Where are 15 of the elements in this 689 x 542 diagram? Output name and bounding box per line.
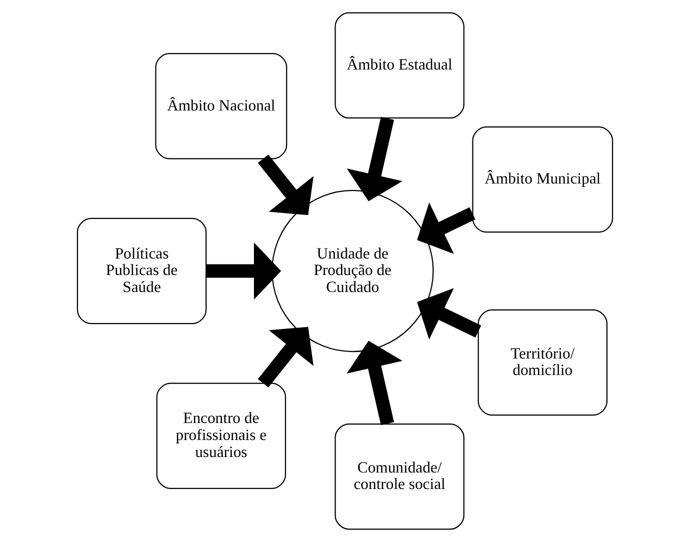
node-box: Políticas Publicas de Saúde xyxy=(76,218,206,324)
node-box: Âmbito Estadual xyxy=(334,12,464,119)
node-box: Âmbito Municipal xyxy=(472,126,613,233)
arrow xyxy=(346,116,402,202)
node-circle: Unidade de Produção de Cuidado xyxy=(271,190,434,352)
node-box: Território/ domicílio xyxy=(477,309,607,416)
arrow xyxy=(257,326,313,388)
arrow xyxy=(416,202,475,254)
arrow xyxy=(206,242,281,300)
arrow xyxy=(346,340,402,426)
node-box: Âmbito Nacional xyxy=(154,53,287,160)
node-box: Comunidade/ controle social xyxy=(334,423,464,530)
arrow xyxy=(257,154,313,216)
node-box: Encontro de profissionais e usuários xyxy=(156,382,286,489)
arrow xyxy=(416,288,481,340)
